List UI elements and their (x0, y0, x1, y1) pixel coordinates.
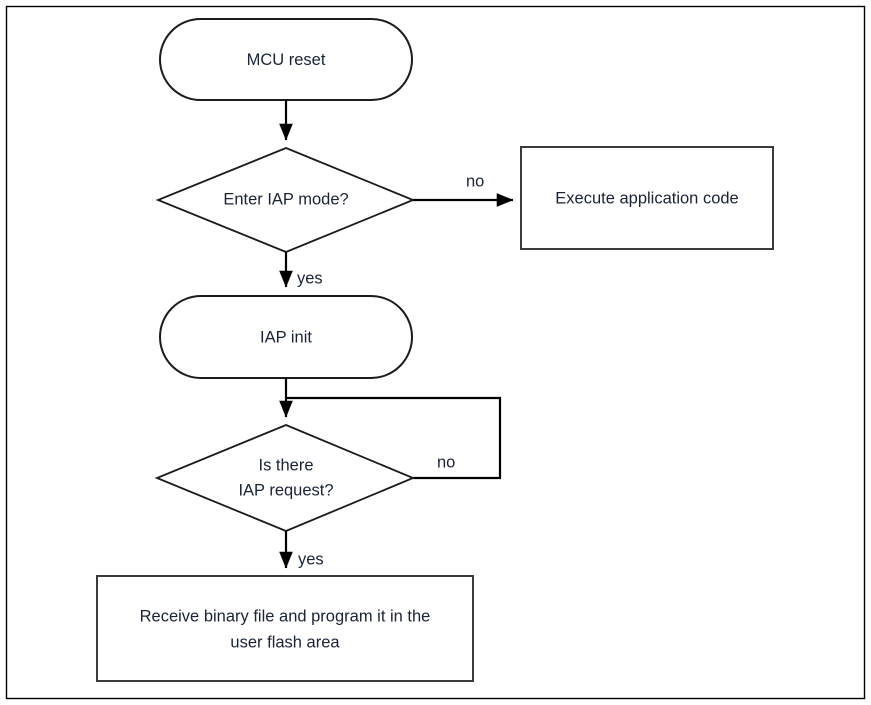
node-iap-init: IAP init (159, 295, 413, 379)
is-there-iap-request-label-line1: Is there (258, 456, 313, 474)
node-mcu-reset: MCU reset (159, 18, 413, 101)
edge-label-decision2-yes: yes (298, 550, 324, 568)
node-receive-binary: Receive binary file and program it in th… (96, 575, 474, 682)
page-border (5, 5, 866, 700)
receive-binary-shape (96, 575, 474, 682)
is-there-iap-request-label-line2: IAP request? (238, 481, 333, 499)
edge-label-decision2-no: no (437, 453, 455, 471)
node-is-there-iap-request: Is there IAP request? (154, 424, 416, 532)
receive-binary-label-line2: user flash area (230, 633, 340, 651)
is-there-iap-request-shape (154, 424, 416, 532)
edge-decision2-no-loop (286, 396, 502, 480)
node-enter-iap-mode: Enter IAP mode? (155, 147, 416, 253)
node-execute-application-code: Execute application code (520, 146, 774, 250)
mcu-reset-label: MCU reset (247, 51, 326, 69)
execute-application-code-label: Execute application code (555, 189, 738, 207)
edge-label-decision1-no: no (466, 172, 484, 190)
enter-iap-mode-label: Enter IAP mode? (223, 190, 348, 208)
execute-application-code-shape (520, 146, 774, 250)
iap-init-label: IAP init (260, 328, 312, 346)
receive-binary-label-line1: Receive binary file and program it in th… (140, 607, 431, 625)
edge-label-decision1-yes: yes (297, 269, 323, 287)
